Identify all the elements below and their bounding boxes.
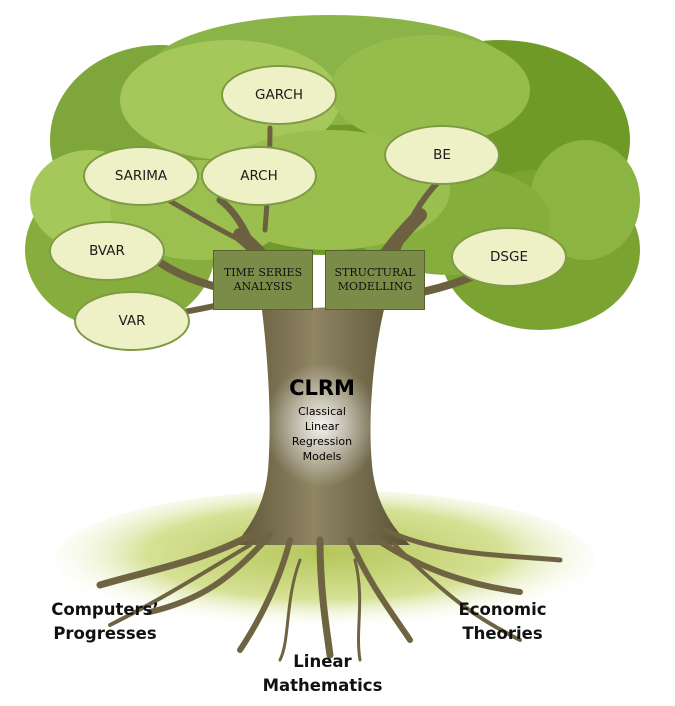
oval-sarima: SARIMA: [83, 146, 199, 206]
oval-arch: ARCH: [201, 146, 317, 206]
roots: [96, 526, 563, 662]
root-label-linear: Linear Mathematics: [262, 652, 383, 695]
oval-bvar: BVAR: [49, 221, 165, 281]
oval-garch: GARCH: [221, 65, 337, 125]
root-label-computers: Computers’ Progresses: [51, 600, 159, 643]
oval-be: BE: [384, 125, 500, 185]
oval-var: VAR: [74, 291, 190, 351]
trunk-subtitle: Classical Linear Regression Models: [291, 405, 353, 463]
oval-dsge: DSGE: [451, 227, 567, 287]
box-time-series-analysis: TIME SERIES ANALYSIS: [213, 250, 313, 310]
root-label-economic: Economic Theories: [458, 600, 547, 643]
trunk-title: CLRM: [289, 376, 355, 400]
ground: [55, 490, 595, 630]
trunk-text-glow: [264, 363, 380, 487]
box-structural-modelling: STRUCTURAL MODELLING: [325, 250, 425, 310]
